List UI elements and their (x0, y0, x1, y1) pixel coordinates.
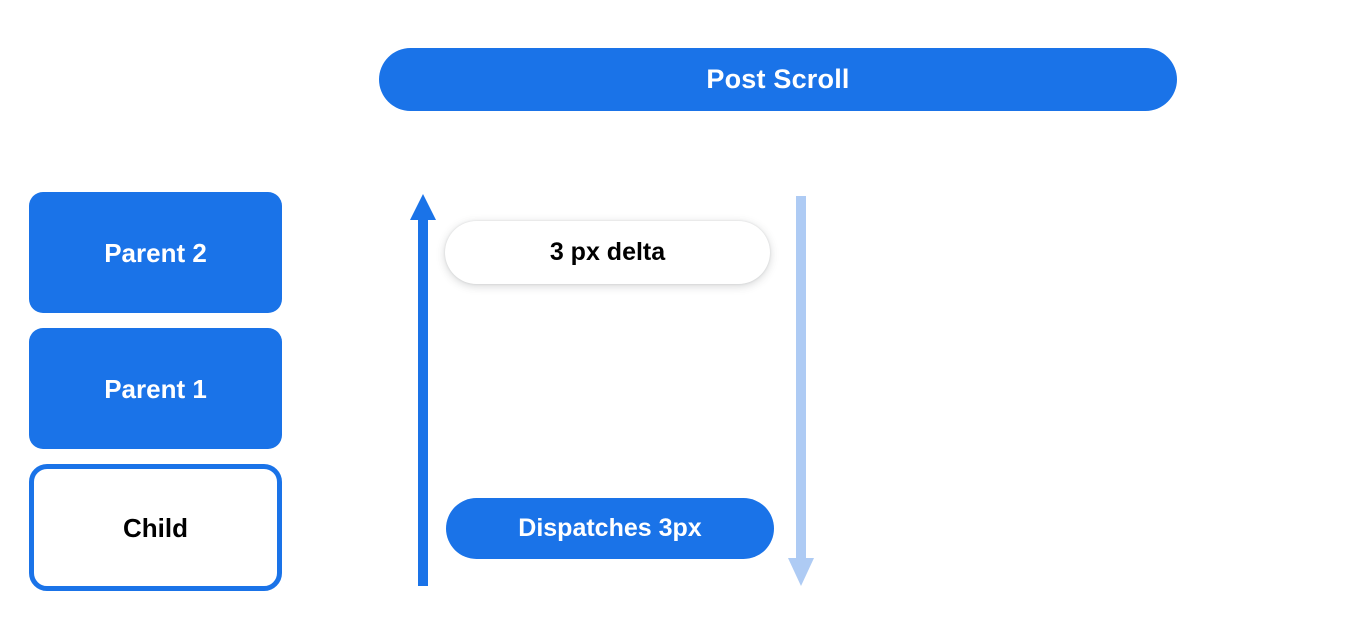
stack-box-child[interactable]: Child (29, 464, 282, 591)
delta-annotation-label: 3 px delta (549, 238, 666, 266)
scroll-up-arrow (409, 194, 437, 586)
stack-box-parent-1[interactable]: Parent 1 (29, 328, 282, 449)
stack-box-parent-2[interactable]: Parent 2 (29, 192, 282, 313)
element-stack: Parent 2 Parent 1 Child (29, 192, 282, 591)
dispatch-annotation-pill: Dispatches 3px (446, 498, 774, 559)
stack-box-label: Parent 2 (104, 237, 207, 268)
page-title: Post Scroll (706, 64, 850, 94)
stack-box-label: Child (123, 512, 188, 543)
stack-box-label: Parent 1 (104, 373, 207, 404)
dispatch-annotation-label: Dispatches 3px (518, 514, 702, 542)
header-banner: Post Scroll (379, 48, 1177, 111)
scroll-down-arrow (787, 196, 815, 586)
delta-annotation-pill: 3 px delta (445, 221, 770, 284)
